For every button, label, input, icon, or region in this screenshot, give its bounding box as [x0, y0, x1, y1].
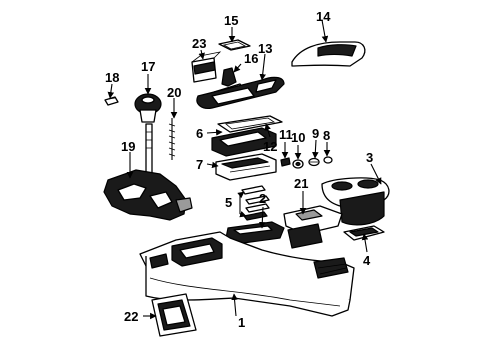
- callout-20: 20: [167, 85, 181, 100]
- spring-cable-part: [168, 118, 176, 160]
- callout-3: 3: [366, 150, 373, 165]
- callout-13: 13: [258, 41, 272, 56]
- callout-7: 7: [196, 157, 203, 172]
- shift-pad-part: [218, 39, 251, 51]
- callout-6: 6: [196, 126, 203, 141]
- indicator-housing-part: [211, 127, 277, 157]
- callout-8: 8: [323, 128, 330, 143]
- callout-1: 1: [238, 315, 245, 330]
- callout-5: 5: [225, 195, 232, 210]
- callout-10: 10: [291, 130, 305, 145]
- callout-16: 16: [244, 51, 258, 66]
- callout-11: 11: [279, 127, 293, 142]
- callout-12: 12: [263, 139, 277, 154]
- lid-insert-part: [343, 225, 385, 241]
- callout-2: 2: [259, 191, 266, 206]
- callout-4: 4: [363, 253, 371, 268]
- callout-22: 22: [124, 309, 138, 324]
- callout-23: 23: [192, 36, 206, 51]
- fastener-8-part: [323, 156, 333, 164]
- callout-19: 19: [121, 139, 135, 154]
- callout-labels: 1 2 3 4 5 6 7 8 9 10 11 12 13 14 15 16 1…: [105, 9, 373, 330]
- callout-17: 17: [141, 59, 155, 74]
- shift-knob-part: [134, 93, 162, 123]
- armrest-lid-part: [291, 41, 366, 67]
- callout-21: 21: [294, 176, 308, 191]
- shifter-assembly-part: [103, 123, 193, 221]
- callout-9: 9: [312, 126, 319, 141]
- fastener-9-part: [308, 157, 320, 167]
- fastener-11-part: [280, 157, 291, 167]
- plug-part: [104, 96, 119, 106]
- switch-module-part: [215, 153, 277, 181]
- bezel-frame-part: [151, 293, 197, 337]
- storage-box-part: [191, 51, 222, 83]
- shifter-bezel-part: [196, 76, 285, 109]
- callout-14: 14: [316, 9, 331, 24]
- main-console-part: [139, 231, 355, 317]
- mounting-bracket-part: [283, 205, 343, 249]
- callout-15: 15: [224, 13, 238, 28]
- callout-18: 18: [105, 70, 119, 85]
- trim-plate-part: [217, 115, 283, 133]
- fastener-10-part: [292, 159, 304, 169]
- leader-lines: [107, 19, 382, 320]
